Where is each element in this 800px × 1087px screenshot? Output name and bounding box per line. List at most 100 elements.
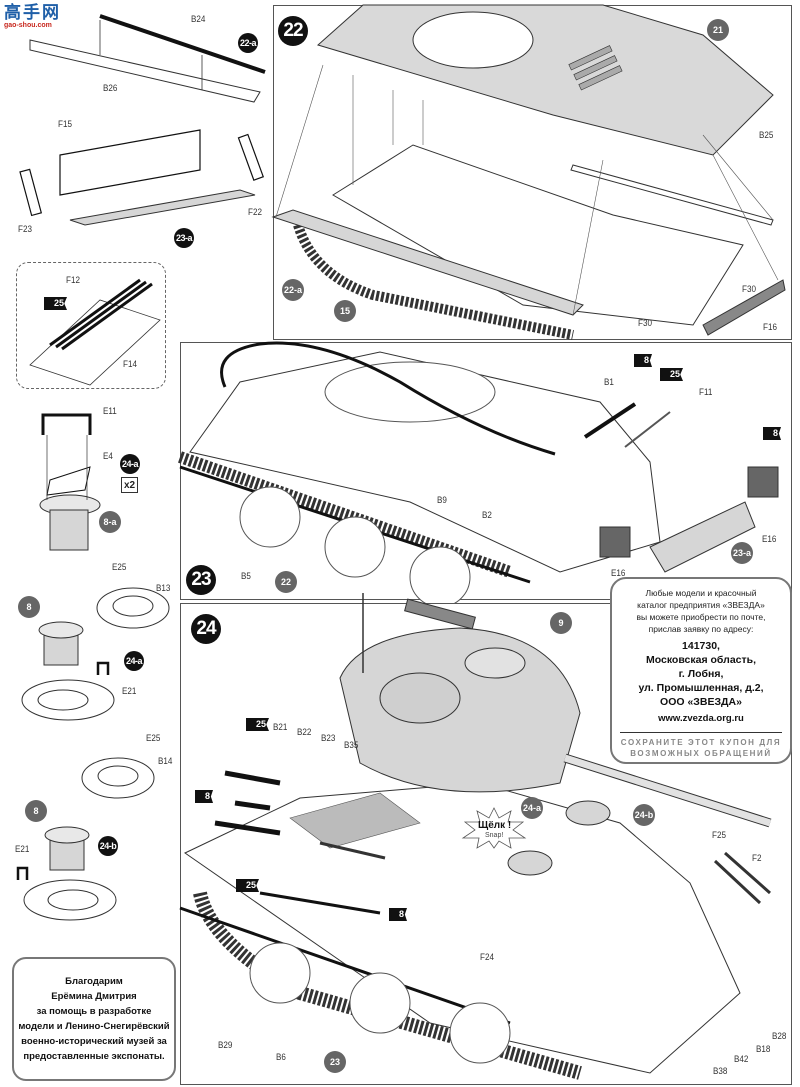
part-label-b2: B2 [482, 510, 492, 520]
step-number-23: 23 [186, 565, 216, 595]
coupon-address-line: 141730, [682, 640, 720, 652]
rod-drawing [179, 906, 511, 1025]
paint-flag-8: ★8 [195, 790, 214, 803]
coupon-address-line: ООО «ЗВЕЗДА» [660, 696, 742, 708]
coupon-address-line: ул. Промышленная, д.2, [638, 682, 764, 694]
step-24-hull-drawing [179, 593, 772, 1080]
part-label-b14: B14 [158, 756, 173, 766]
reference-badge-22a: 22-a [282, 279, 304, 301]
reference-badge-8a: 8-a [99, 511, 121, 533]
sub-assembly-badge-23a: 23-a [174, 228, 194, 248]
star-icon: ★ [236, 879, 241, 891]
star-icon: ★ [195, 790, 200, 802]
detail-box-f12-f14 [16, 262, 166, 389]
ring-b14-drawing [81, 757, 155, 799]
coupon-address-line: г. Лобня, [678, 668, 724, 680]
reference-badge-24a: 24-a [521, 797, 543, 819]
part-label-f25: F25 [712, 830, 726, 840]
step-22-hull-drawing [271, 4, 786, 340]
part-label-f23: F23 [18, 224, 32, 234]
star-icon: ★ [389, 908, 394, 920]
paint-flag-8: ★8 [634, 354, 653, 367]
hatch-ring-b-drawing [16, 826, 117, 921]
sub-assembly-badge-22a: 22-a [238, 33, 258, 53]
part-label-b6: B6 [276, 1052, 286, 1062]
reference-badge-23: 23 [324, 1051, 346, 1073]
part-label-b35: B35 [344, 740, 359, 750]
reference-badge-9: 9 [550, 612, 572, 634]
hatch-assembly-drawing [39, 413, 101, 551]
star-icon: ★ [763, 427, 768, 439]
step-number-22: 22 [278, 16, 308, 46]
part-f15-drawing [19, 129, 265, 226]
part-label-e11: E11 [103, 406, 117, 416]
step-23-hull-drawing [178, 341, 779, 608]
part-label-e21-a: E21 [122, 686, 137, 696]
star-icon: ★ [634, 354, 639, 366]
coupon-address-line: Московская область, [645, 654, 757, 666]
part-f12-drawing [29, 278, 161, 386]
paint-flag-25: ★25 [236, 879, 260, 892]
part-label-b21: B21 [273, 722, 288, 732]
snap-text-en: Snap! [485, 832, 504, 839]
part-label-b23: B23 [321, 733, 336, 743]
part-label-f16: F16 [763, 322, 777, 332]
coupon-footer-line: СОХРАНИТЕ ЭТОТ КУПОН ДЛЯ [620, 738, 782, 747]
reference-badge-8-b: 8 [25, 800, 47, 822]
part-label-f15: F15 [58, 119, 72, 129]
sub-assembly-badge-24b: 24-b [98, 836, 118, 856]
coupon-intro-line: Любые модели и красочный [645, 588, 757, 598]
hatch-ring-a-drawing [21, 621, 115, 721]
coupon-intro-line: вы можете приобрести по почте, [636, 612, 766, 622]
snap-callout: Щёлк ! Snap! [461, 807, 527, 849]
watermark-url: gao-shou.com [4, 22, 52, 29]
paint-flag-8: ★8 [763, 427, 782, 440]
part-label-f30-b: F30 [638, 318, 652, 328]
part-label-f24: F24 [480, 952, 494, 962]
part-label-f14: F14 [123, 359, 137, 369]
paint-flag-8: ★8 [389, 908, 408, 921]
snap-text: Щёлк ! [478, 820, 512, 831]
part-b24-drawing [99, 14, 266, 74]
ring-b13-drawing [96, 587, 170, 629]
star-icon: ★ [660, 368, 665, 380]
reference-badge-15: 15 [334, 300, 356, 322]
order-coupon: Любые модели и красочный каталог предпри… [610, 577, 792, 764]
step-number-24: 24 [191, 614, 221, 644]
thanks-line: Благодарим [65, 976, 123, 987]
part-label-b18: B18 [756, 1044, 771, 1054]
part-label-e25-b: E25 [146, 733, 161, 743]
part-label-b24: B24 [191, 14, 206, 24]
reference-badge-22: 22 [275, 571, 297, 593]
paint-flag-25: ★25 [660, 368, 684, 381]
star-icon: ★ [35, 292, 50, 309]
burst-icon [461, 807, 527, 849]
part-label-b28: B28 [772, 1031, 787, 1041]
part-label-f12: F12 [66, 275, 80, 285]
coupon-footer-line: ВОЗМОЖНЫХ ОБРАЩЕНИЙ [630, 749, 772, 758]
coupon-website: www.zvezda.org.ru [658, 713, 744, 724]
part-label-e4: E4 [103, 451, 113, 461]
thanks-line: модели и Ленино-Снегирёвский [18, 1021, 170, 1032]
acknowledgement-box: Благодарим Ерёмина Дмитрия за помощь в р… [12, 957, 176, 1081]
part-label-e16-a: E16 [762, 534, 777, 544]
coupon-intro-line: прислав заявку по адресу: [648, 624, 754, 634]
reference-badge-8: 8 [18, 596, 40, 618]
watermark-logo-text: 高手网 [4, 3, 61, 22]
paint-flag-25: ★25 [246, 718, 270, 731]
sub-assembly-badge-24a: 24-a [120, 454, 140, 474]
thanks-line: Ерёмина Дмитрия [51, 991, 137, 1002]
watermark-logo: 高手网 gao-shou.com [4, 4, 68, 36]
part-label-f22: F22 [248, 207, 262, 217]
part-label-f2: F2 [752, 853, 762, 863]
part-label-b5: B5 [241, 571, 251, 581]
reference-badge-21: 21 [707, 19, 729, 41]
part-label-b38: B38 [713, 1066, 728, 1076]
part-label-e16-b: E16 [611, 568, 626, 578]
part-label-b42: B42 [734, 1054, 749, 1064]
part-b26-drawing [29, 14, 266, 103]
star-icon: ★ [246, 718, 251, 730]
quantity-multiplier: x2 [121, 477, 138, 493]
part-label-b29: B29 [218, 1040, 233, 1050]
part-label-b9: B9 [437, 495, 447, 505]
